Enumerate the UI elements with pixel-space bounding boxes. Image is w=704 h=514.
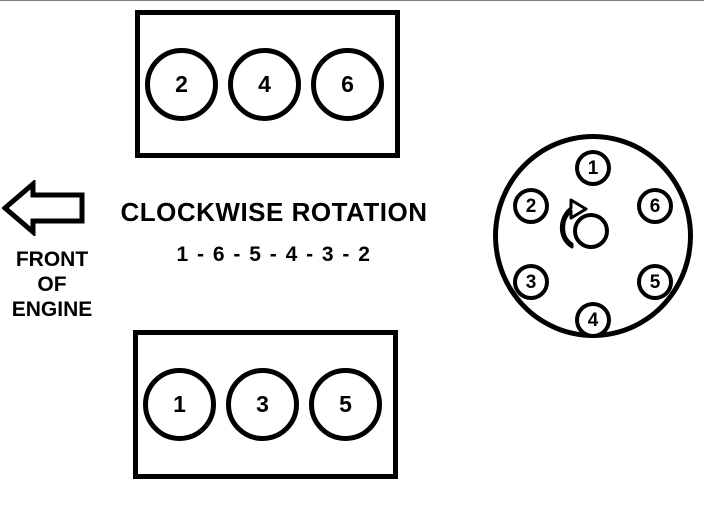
distributor-terminal-6: 6 xyxy=(637,188,673,224)
cylinder-label: 1 xyxy=(173,391,186,417)
distributor-cap: 1 2 3 4 5 6 xyxy=(493,134,693,338)
cylinder-5: 5 xyxy=(309,368,382,441)
terminal-label: 1 xyxy=(587,157,599,179)
cylinder-label: 2 xyxy=(175,71,188,97)
cylinder-label: 4 xyxy=(258,71,271,97)
front-label-line-2: OF xyxy=(37,273,67,296)
distributor-terminal-1: 1 xyxy=(575,150,611,186)
distributor-terminal-5: 5 xyxy=(637,264,673,300)
distributor-terminal-3: 3 xyxy=(513,264,549,300)
front-label-line-3: ENGINE xyxy=(11,298,93,321)
cylinder-4: 4 xyxy=(228,48,301,121)
firing-order-caption: 1 - 6 - 5 - 4 - 3 - 2 xyxy=(176,243,372,266)
cylinder-label: 6 xyxy=(341,71,354,97)
cylinder-1: 1 xyxy=(143,368,216,441)
cylinder-2: 2 xyxy=(145,48,218,121)
distributor-terminal-2: 2 xyxy=(513,188,549,224)
rotor-clockwise-arrow-icon xyxy=(549,194,619,260)
cylinder-label: 3 xyxy=(256,391,269,417)
terminal-label: 6 xyxy=(649,195,661,217)
terminal-label: 2 xyxy=(525,195,537,217)
front-of-engine-arrow-icon xyxy=(1,178,86,238)
front-label-line-1: FRONT xyxy=(15,248,89,271)
top-border-line xyxy=(0,0,704,1)
terminal-label: 3 xyxy=(525,271,537,293)
cylinder-6: 6 xyxy=(311,48,384,121)
distributor-terminal-4: 4 xyxy=(575,302,611,338)
cylinder-label: 5 xyxy=(339,391,352,417)
cylinder-3: 3 xyxy=(226,368,299,441)
rotation-direction-caption: CLOCKWISE ROTATION xyxy=(120,197,428,227)
terminal-label: 5 xyxy=(649,271,661,293)
front-of-engine-label: FRONT OF ENGINE xyxy=(0,247,104,322)
terminal-label: 4 xyxy=(587,309,599,331)
